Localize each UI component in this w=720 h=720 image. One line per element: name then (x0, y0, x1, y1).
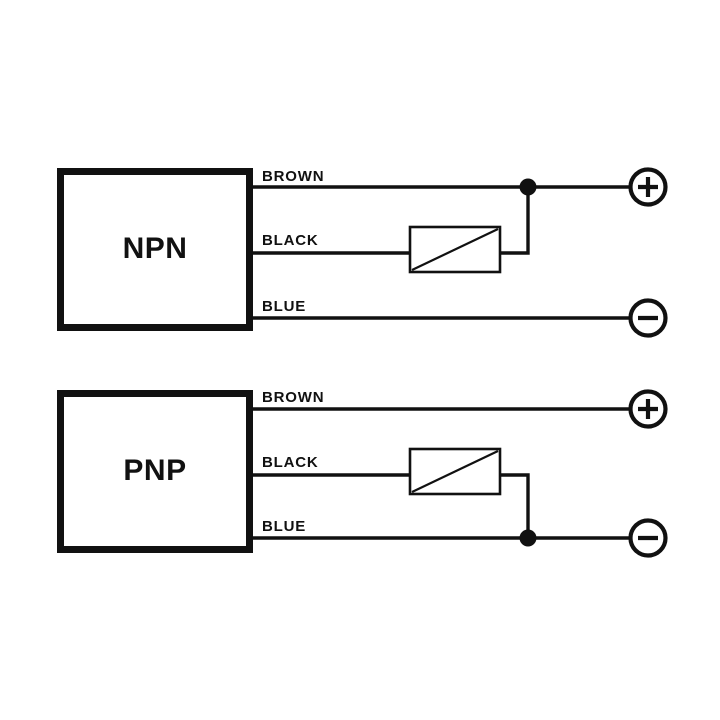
npn-sensor-label: NPN (123, 232, 188, 265)
pnp-positive-terminal (628, 389, 668, 429)
npn-junction-dot (519, 178, 537, 196)
npn-sensor-box (57, 168, 253, 331)
npn-load-symbol (408, 225, 502, 274)
pnp-negative-terminal (628, 518, 668, 558)
npn-positive-terminal (628, 167, 668, 207)
npn-circuit: NPN BROWN BLACK BLUE (57, 167, 668, 338)
pnp-sensor-label: PNP (123, 454, 186, 487)
pnp-brown-wire-label: BROWN (262, 389, 324, 406)
npn-load-to-brown-link (498, 185, 530, 255)
pnp-circuit: PNP BROWN BLACK BLUE (57, 389, 668, 558)
pnp-blue-wire-label: BLUE (262, 518, 306, 535)
npn-black-wire-label: BLACK (262, 232, 319, 249)
npn-blue-wire-label: BLUE (262, 298, 306, 315)
pnp-load-to-blue-link (498, 473, 530, 540)
pnp-load-symbol (408, 447, 502, 496)
pnp-sensor-box (57, 390, 253, 553)
npn-brown-wire-label: BROWN (262, 168, 324, 185)
npn-negative-terminal (628, 298, 668, 338)
pnp-junction-dot (519, 529, 537, 547)
pnp-black-wire-label: BLACK (262, 454, 319, 471)
